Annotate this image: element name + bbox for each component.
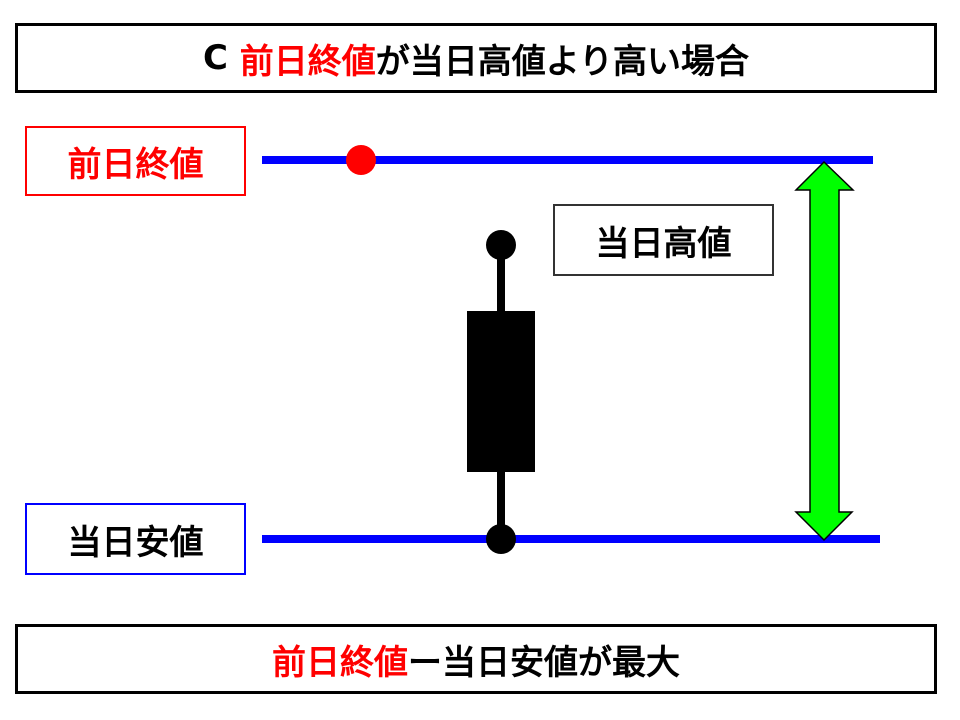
title-highlight: 前日終値 bbox=[239, 41, 376, 82]
label-day-low: 当日安値 bbox=[25, 503, 246, 575]
title-box: C 前日終値 が当日高値より高い場合 bbox=[15, 23, 937, 93]
range-arrow bbox=[794, 160, 855, 542]
conclusion-rest: ー当日安値が最大 bbox=[408, 642, 680, 683]
label-day-high-text: 当日高値 bbox=[595, 223, 732, 264]
label-prev-close: 前日終値 bbox=[25, 126, 246, 196]
candle-high-dot bbox=[486, 230, 516, 260]
label-day-low-text: 当日安値 bbox=[67, 522, 204, 563]
candlestick bbox=[467, 230, 535, 554]
title-rest: が当日高値より高い場合 bbox=[375, 41, 750, 82]
conclusion-box: 前日終値 ー当日安値が最大 bbox=[15, 624, 937, 694]
prev-close-marker bbox=[346, 145, 376, 175]
candle-low-dot bbox=[486, 524, 516, 554]
label-day-high: 当日高値 bbox=[553, 204, 774, 276]
candle-body bbox=[467, 311, 535, 472]
conclusion-highlight: 前日終値 bbox=[272, 642, 408, 683]
title-prefix: C bbox=[202, 38, 240, 78]
label-prev-close-text: 前日終値 bbox=[67, 144, 204, 185]
